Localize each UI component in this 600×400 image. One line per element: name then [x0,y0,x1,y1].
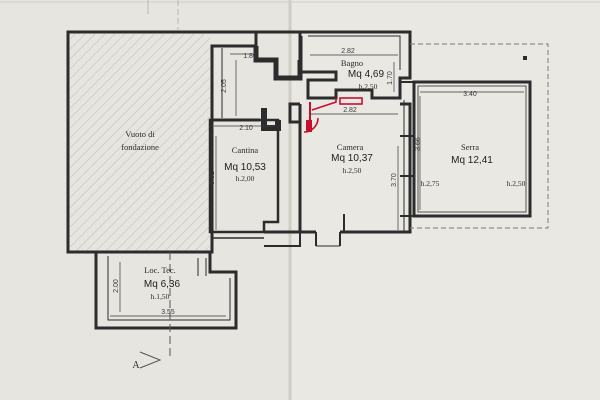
dim-bagno-height: 1.70 [387,71,394,85]
dimension-lines [110,53,524,317]
dim-cantina-width: 2.10 [239,125,253,132]
label-loctec-area: Mq 6,36 [144,279,181,290]
dim-cantina-height: 3.32 [209,171,216,185]
label-loctec-height: h.1,50 [151,292,170,301]
dim-corridor-width: 1.80 [243,53,257,60]
label-bagno-area: Mq 4,69 [348,69,385,80]
label-vuoto-line1: Vuoto di [125,129,155,139]
dim-camera-height: 3.70 [391,173,398,187]
dim-camera-width: 2.82 [343,107,357,114]
section-marker [139,252,171,369]
serra-boundary-dashed [410,43,549,229]
red-marker-door [306,120,312,132]
room-bagno [262,30,412,133]
label-bagno-name: Bagno [341,58,363,68]
dim-loctec-height: 2.00 [113,279,120,293]
label-cantina-height: h.2,00 [236,174,255,183]
dim-bagno-width: 2.82 [341,48,355,55]
room-camera [264,100,412,247]
label-cantina-name: Cantina [232,145,259,155]
label-serra-name: Serra [461,142,479,152]
dim-corridor-height: 2.05 [221,79,228,93]
label-vuoto-line2: fondazione [121,142,159,152]
label-bagno-height: h.2,50 [359,82,378,91]
label-serra-height-right: h.2,50 [507,179,526,188]
label-camera-height: h.2,50 [343,166,362,175]
label-loctec-name: Loc. Tec. [144,265,176,275]
label-cantina-area: Mq 10,53 [224,162,266,173]
room-cantina [208,108,281,239]
section-a-label: A [132,360,140,371]
label-serra-area: Mq 12,41 [451,155,493,166]
room-loc-tec [94,250,238,330]
dim-loctec-width: 3.55 [161,309,175,316]
room-serra [400,43,549,229]
label-camera-area: Mq 10,37 [331,153,373,164]
label-camera-name: Camera [337,142,364,152]
label-serra-height-left: h.2,75 [421,179,440,188]
red-marker-bagno [339,97,363,105]
dim-serra-height: 3.66 [415,137,422,151]
dim-serra-width: 3.40 [463,91,477,98]
